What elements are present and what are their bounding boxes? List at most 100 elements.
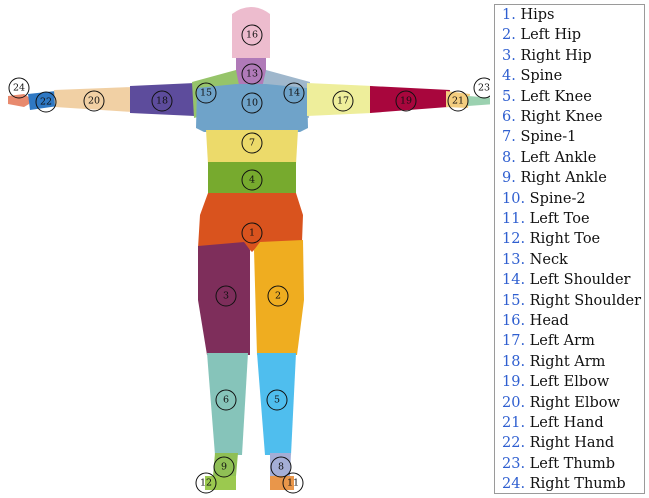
legend-item: 3. Right Hip (502, 47, 592, 65)
legend-item-label: Left Ankle (516, 150, 596, 166)
legend-item: 12. Right Toe (502, 230, 600, 248)
legend-item-number: 24. (502, 476, 525, 492)
legend-item-label: Right Thumb (525, 476, 626, 492)
legend-item-number: 10. (502, 191, 525, 207)
legend-item-label: Left Shoulder (525, 272, 630, 288)
svg-text:11: 11 (287, 478, 299, 489)
svg-text:24: 24 (13, 83, 25, 94)
legend-item-label: Right Hip (516, 48, 592, 64)
svg-text:5: 5 (274, 395, 280, 406)
svg-text:13: 13 (246, 69, 258, 80)
legend-item: 15. Right Shoulder (502, 292, 641, 310)
legend-item: 10. Spine-2 (502, 190, 586, 208)
legend-item-label: Right Hand (525, 435, 614, 451)
svg-text:19: 19 (400, 96, 412, 107)
svg-text:9: 9 (221, 462, 227, 473)
legend-item-label: Left Knee (516, 89, 592, 105)
svg-text:15: 15 (200, 88, 212, 99)
svg-text:3: 3 (223, 291, 229, 302)
part-right-thumb (8, 94, 30, 107)
legend-item-label: Right Shoulder (525, 293, 641, 309)
legend-item-number: 7. (502, 129, 516, 145)
legend-item-number: 16. (502, 313, 525, 329)
legend-item-number: 2. (502, 27, 516, 43)
legend-item-label: Hips (516, 7, 555, 23)
legend-item: 9. Right Ankle (502, 169, 607, 187)
legend-item: 23. Left Thumb (502, 455, 615, 473)
legend-item-label: Head (525, 313, 569, 329)
legend-item-number: 6. (502, 109, 516, 125)
svg-text:7: 7 (249, 138, 255, 149)
legend-item-label: Spine-2 (525, 191, 586, 207)
legend-item-number: 4. (502, 68, 516, 84)
legend-item: 18. Right Arm (502, 353, 605, 371)
legend-item-number: 5. (502, 89, 516, 105)
svg-text:16: 16 (246, 30, 258, 41)
legend-item: 24. Right Thumb (502, 475, 626, 493)
legend-item-label: Left Thumb (525, 456, 615, 472)
legend-item-number: 17. (502, 333, 525, 349)
svg-text:8: 8 (278, 462, 284, 473)
svg-text:4: 4 (249, 175, 255, 186)
svg-text:2: 2 (275, 291, 281, 302)
legend-item: 8. Left Ankle (502, 149, 596, 167)
svg-text:12: 12 (200, 478, 212, 489)
legend-item-number: 12. (502, 231, 525, 247)
svg-text:22: 22 (40, 97, 52, 108)
legend-item-label: Right Knee (516, 109, 603, 125)
legend-item-number: 14. (502, 272, 525, 288)
marker-23: 23 (474, 78, 490, 98)
legend-item: 2. Left Hip (502, 26, 581, 44)
legend-item-label: Left Elbow (525, 374, 609, 390)
legend-item-label: Left Hand (525, 415, 604, 431)
legend-item-number: 3. (502, 48, 516, 64)
svg-text:6: 6 (223, 395, 229, 406)
legend-item-number: 19. (502, 374, 525, 390)
legend-item-label: Left Toe (525, 211, 589, 227)
legend-item-label: Right Elbow (525, 395, 620, 411)
legend-item: 5. Left Knee (502, 88, 592, 106)
legend-item: 16. Head (502, 312, 569, 330)
legend-item: 17. Left Arm (502, 332, 595, 350)
legend: 1. Hips2. Left Hip3. Right Hip4. Spine5.… (494, 4, 645, 494)
legend-item-label: Left Hip (516, 27, 581, 43)
svg-text:1: 1 (249, 228, 255, 239)
legend-item-number: 8. (502, 150, 516, 166)
legend-item: 22. Right Hand (502, 434, 614, 452)
svg-text:20: 20 (88, 96, 100, 107)
legend-item: 21. Left Hand (502, 414, 604, 432)
legend-item-label: Left Arm (525, 333, 595, 349)
legend-item-label: Right Toe (525, 231, 600, 247)
legend-item: 20. Right Elbow (502, 394, 620, 412)
legend-item: 19. Left Elbow (502, 373, 609, 391)
svg-text:18: 18 (156, 96, 168, 107)
legend-item: 1. Hips (502, 6, 554, 24)
legend-item-label: Spine-1 (516, 129, 577, 145)
legend-item: 14. Left Shoulder (502, 271, 630, 289)
legend-item-number: 15. (502, 293, 525, 309)
legend-item-label: Right Ankle (516, 170, 607, 186)
svg-text:14: 14 (288, 88, 300, 99)
legend-item-number: 9. (502, 170, 516, 186)
legend-item-number: 13. (502, 252, 525, 268)
legend-item: 6. Right Knee (502, 108, 602, 126)
legend-item-label: Right Arm (525, 354, 605, 370)
svg-text:10: 10 (246, 98, 258, 109)
svg-text:21: 21 (452, 96, 464, 107)
legend-item: 7. Spine-1 (502, 128, 576, 146)
legend-item-label: Spine (516, 68, 562, 84)
legend-item-number: 21. (502, 415, 525, 431)
legend-item-number: 18. (502, 354, 525, 370)
legend-item: 4. Spine (502, 67, 562, 85)
legend-item-number: 22. (502, 435, 525, 451)
legend-item-number: 23. (502, 456, 525, 472)
body-segmentation-figure: 1 2 3 4 5 6 7 8 9 10 11 12 13 14 15 16 1… (0, 0, 490, 498)
legend-item-number: 20. (502, 395, 525, 411)
legend-item-number: 11. (502, 211, 525, 227)
svg-text:17: 17 (337, 96, 349, 107)
legend-item: 11. Left Toe (502, 210, 590, 228)
legend-item-number: 1. (502, 7, 516, 23)
legend-item: 13. Neck (502, 251, 568, 269)
legend-item-label: Neck (525, 252, 568, 268)
svg-text:23: 23 (478, 83, 490, 94)
